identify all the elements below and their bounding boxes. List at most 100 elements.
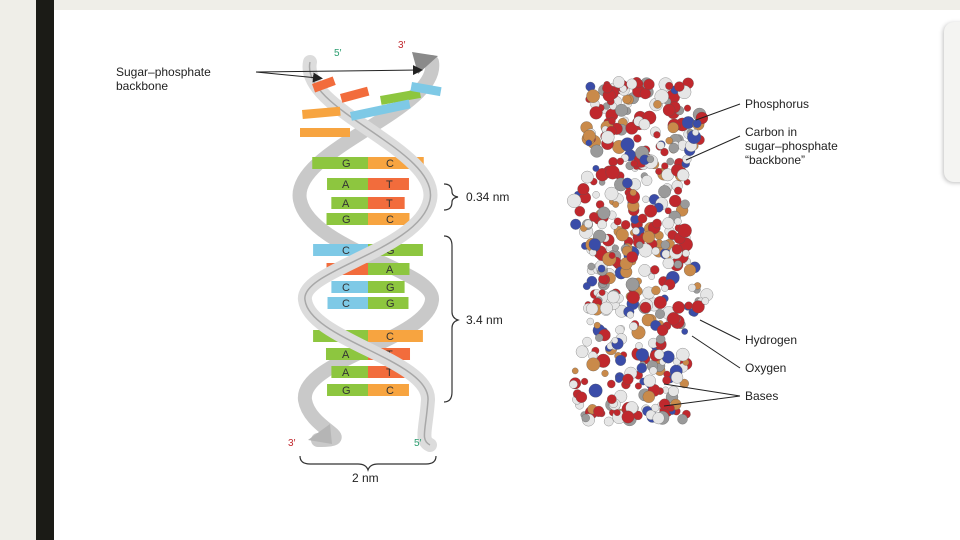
atom <box>586 357 601 372</box>
atom <box>661 162 669 170</box>
atom <box>597 219 607 230</box>
atom <box>639 301 652 314</box>
atom <box>620 137 635 152</box>
base-right <box>368 281 405 293</box>
atom <box>654 349 665 360</box>
backbone-strand-back <box>292 55 440 447</box>
atom <box>586 317 594 326</box>
atom <box>642 195 650 203</box>
atom <box>653 100 662 109</box>
atom <box>676 168 690 182</box>
atom <box>603 416 614 427</box>
base-letter: C <box>386 214 394 226</box>
atom <box>661 249 671 259</box>
base-letter: T <box>386 198 393 210</box>
base-letter: T <box>386 367 393 379</box>
base-left <box>331 281 368 293</box>
atom <box>634 382 642 390</box>
atom <box>656 334 666 344</box>
base-letter: G <box>342 158 351 170</box>
base-left <box>327 384 368 396</box>
label-oxygen: Oxygen <box>745 361 786 375</box>
atom <box>615 228 629 242</box>
atom <box>586 89 600 103</box>
atom <box>654 89 669 104</box>
atom <box>582 336 592 347</box>
base-right <box>368 297 409 309</box>
atom <box>672 357 681 366</box>
atom <box>593 321 601 329</box>
atom <box>635 241 644 249</box>
label-bases: Bases <box>745 389 778 403</box>
atom <box>660 240 670 250</box>
atom <box>656 324 669 336</box>
atom <box>643 78 655 90</box>
atom <box>655 309 665 319</box>
atom <box>581 413 590 423</box>
base-letter: G <box>386 282 395 294</box>
atom <box>652 412 665 425</box>
atom <box>662 217 675 230</box>
atom <box>607 290 620 304</box>
atom <box>615 325 625 335</box>
pitch-bracket <box>443 235 460 403</box>
atom <box>691 300 705 314</box>
atom <box>575 345 589 358</box>
atom <box>653 131 661 139</box>
base-left <box>327 297 368 309</box>
phosphorus-leader <box>695 103 741 121</box>
atom <box>592 165 600 172</box>
base-right <box>368 178 409 190</box>
base-left <box>331 366 368 378</box>
bottom-arrowhead <box>308 424 332 444</box>
base-right <box>368 384 409 396</box>
base-left <box>327 178 368 190</box>
label-width: 2 nm <box>352 471 379 485</box>
label-backbone-line2: backbone <box>116 79 168 93</box>
atom <box>674 81 685 92</box>
top-bases <box>300 76 442 137</box>
atom <box>635 348 649 362</box>
base-letter: A <box>342 198 350 210</box>
base-left <box>312 157 368 169</box>
atom <box>589 106 603 120</box>
atom <box>671 243 683 255</box>
atom <box>651 246 660 256</box>
atom <box>674 217 682 226</box>
atom <box>666 157 675 166</box>
label-top-5: 5′ <box>334 48 342 59</box>
atom <box>638 118 651 131</box>
atom <box>649 366 658 375</box>
atom <box>662 375 672 385</box>
side-panel-tab[interactable] <box>944 22 960 182</box>
atom <box>574 206 586 217</box>
atom <box>630 159 638 168</box>
atom <box>601 130 615 144</box>
atom <box>622 373 634 385</box>
atom <box>597 264 606 273</box>
label-phosphorus: Phosphorus <box>745 97 809 111</box>
atom <box>616 157 624 166</box>
atom <box>648 273 655 280</box>
atom <box>601 369 609 377</box>
base-letter: A <box>342 179 350 191</box>
width-brace <box>299 455 437 472</box>
atom <box>590 144 604 158</box>
atom <box>701 297 710 305</box>
atom <box>607 379 616 389</box>
atom <box>625 121 639 135</box>
atom <box>667 122 679 134</box>
atom <box>626 251 638 263</box>
atom <box>681 328 688 335</box>
atom <box>575 391 588 403</box>
atom <box>602 82 613 94</box>
atom <box>588 238 601 251</box>
atom <box>659 398 671 410</box>
label-hydrogen: Hydrogen <box>745 333 797 347</box>
atom <box>681 116 695 129</box>
bases-leader-2 <box>663 395 741 407</box>
base-letter: A <box>386 264 394 276</box>
